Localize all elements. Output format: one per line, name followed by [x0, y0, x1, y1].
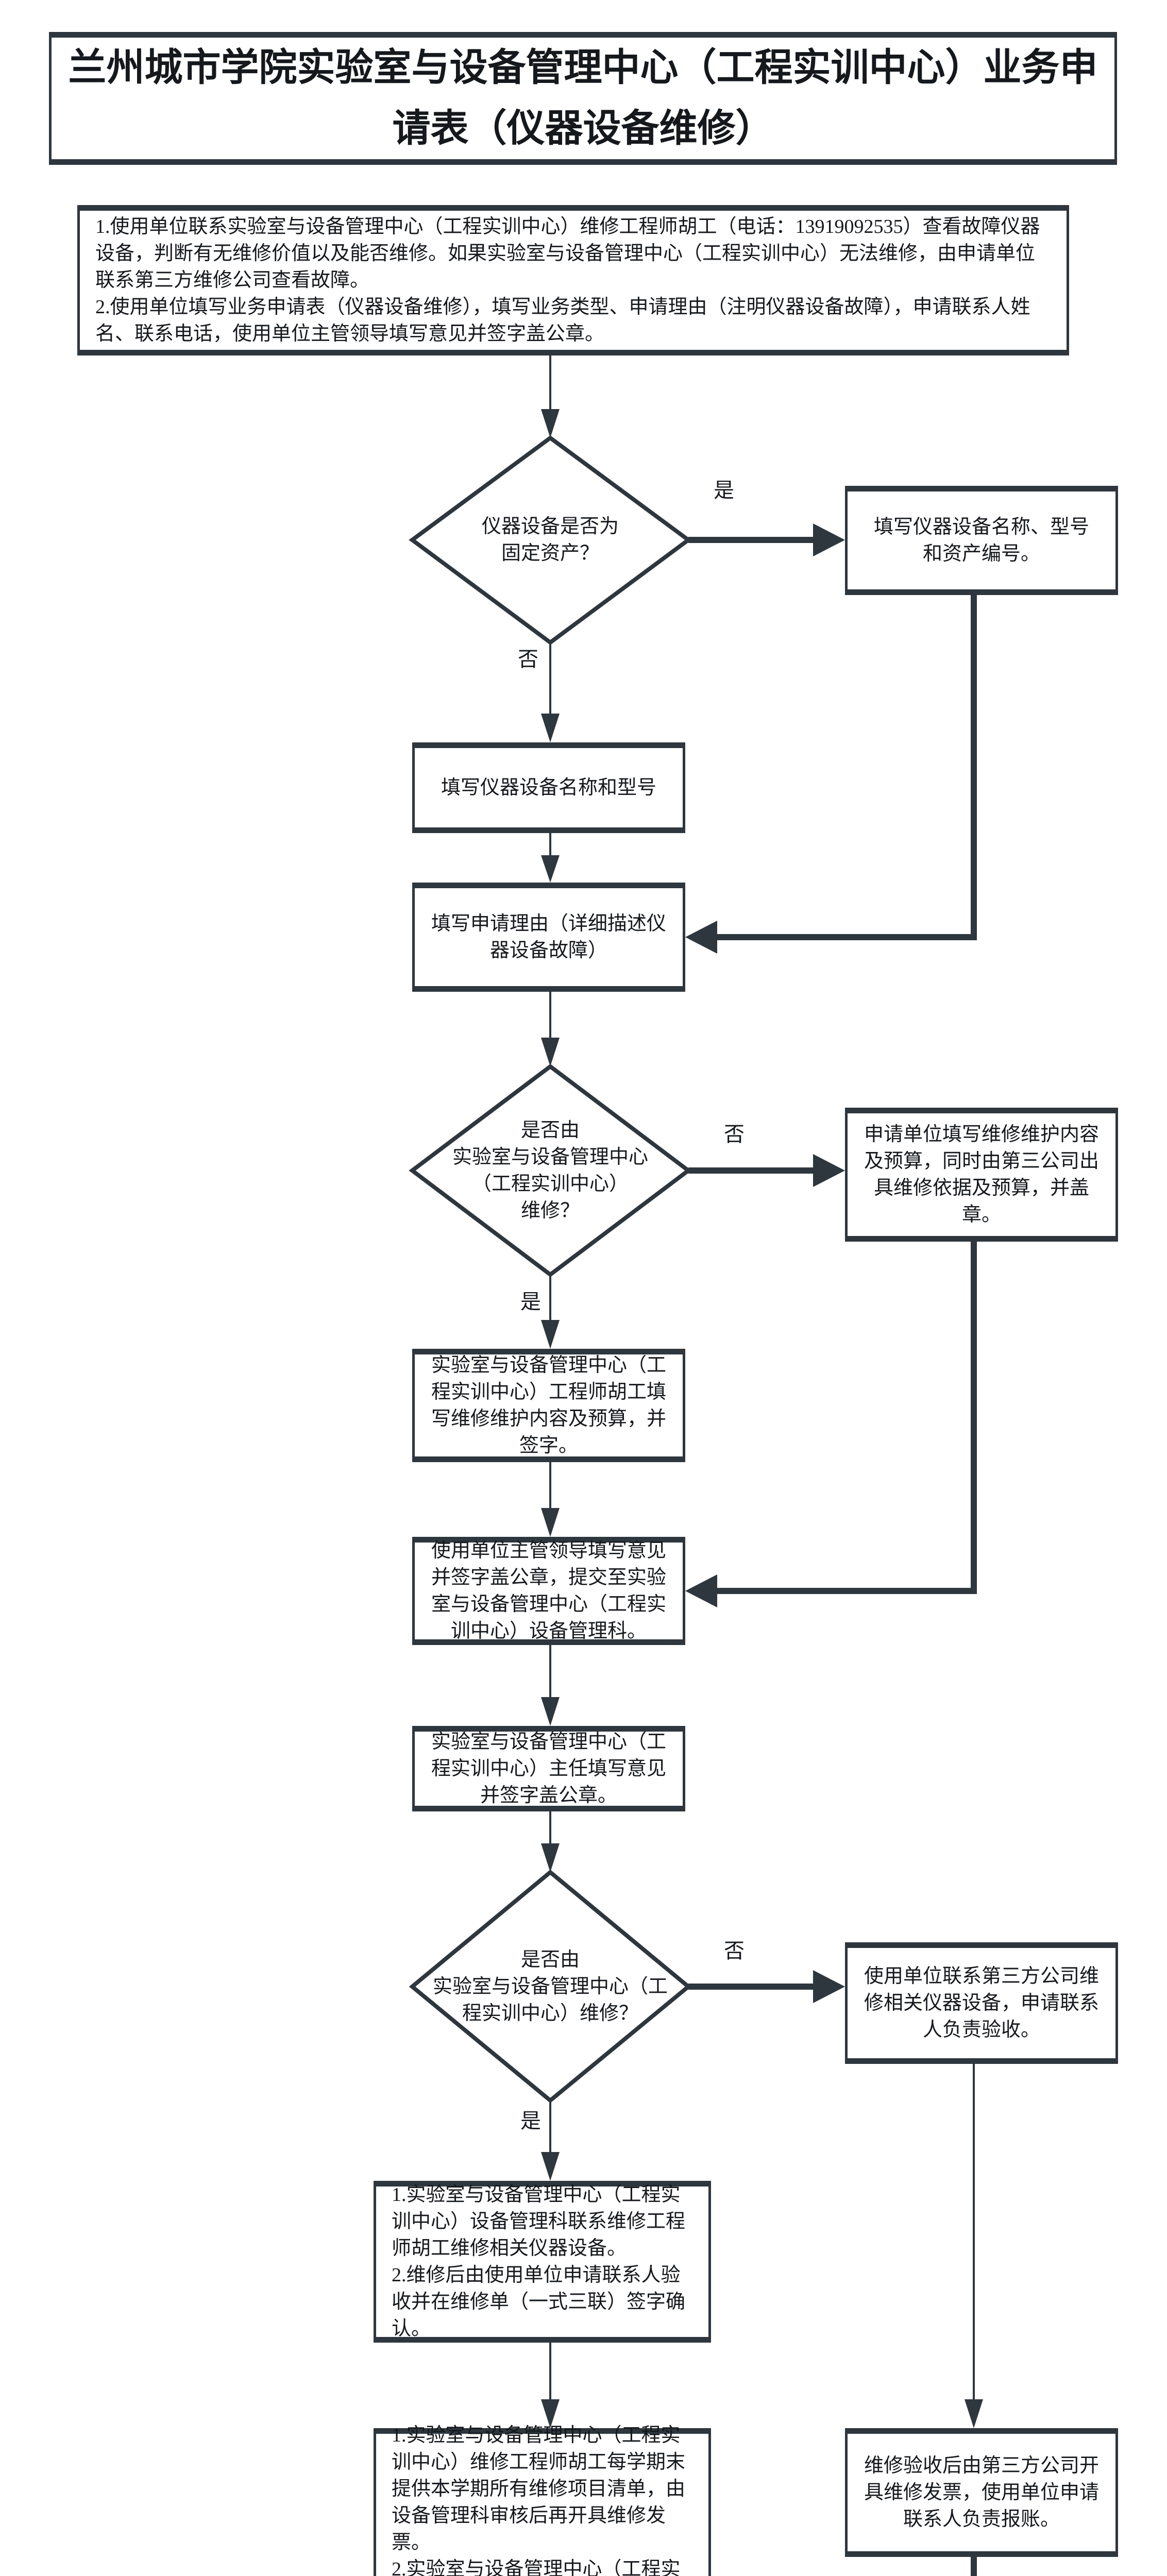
- arrow-decision3-yes-down: [541, 2100, 560, 2181]
- arrow-decision2-yes-down: [541, 1275, 560, 1349]
- yes-label-1: 是: [714, 479, 734, 502]
- process-leader-opinion: 使用单位主管领导填写意见并签字盖公章，提交至实验室与设备管理中心（工程实训中心）…: [412, 1537, 685, 1645]
- process-center-repair-steps: 1.实验室与设备管理中心（工程实训中心）设备管理科联系维修工程师胡工维修相关仪器…: [374, 2181, 711, 2343]
- arrow-director-to-decision3: [541, 1811, 560, 1872]
- arrow-decision1-yes-right: [688, 523, 845, 556]
- decision-center-repair-2: 是否由 实验室与设备管理中心（工 程实训中心）维修？: [432, 1949, 668, 2024]
- yes-label-3: 是: [520, 2109, 541, 2132]
- arrow-reason-to-decision2: [541, 992, 560, 1066]
- arrow-intro-to-decision1: [541, 355, 560, 438]
- arrow-namemodel-to-reason: [541, 833, 560, 883]
- no-label-2: 否: [724, 1123, 745, 1146]
- process-fill-name-model: 填写仪器设备名称和型号: [412, 742, 685, 833]
- arrow-decision3-no-right: [688, 1970, 845, 2003]
- no-label-3: 否: [724, 1939, 745, 1962]
- connector-thirdinvoice-to-authorize: [971, 2557, 977, 2576]
- decision-center-repair-2-shape: [409, 1869, 692, 2104]
- arrow-decision1-no-down: [541, 642, 560, 742]
- no-label-1: 否: [518, 648, 538, 671]
- decision-center-repair-1-shape: [409, 1063, 692, 1278]
- process-third-party-repair: 使用单位联系第三方公司维修相关仪器设备，申请联系人负责验收。: [845, 1942, 1118, 2064]
- intro-note: 1.使用单位联系实验室与设备管理中心（工程实训中心）维修工程师胡工（电话：139…: [77, 205, 1069, 355]
- process-fill-reason: 填写申请理由（详细描述仪器设备故障）: [412, 883, 685, 992]
- arrow-leader-to-director: [541, 1645, 560, 1726]
- process-fill-name-model-asset: 填写仪器设备名称、型号 和资产编号。: [845, 486, 1118, 595]
- arrow-engineer-to-leader: [541, 1462, 560, 1537]
- decision-fixed-asset-shape: [409, 435, 692, 645]
- arrow-decision2-no-right: [688, 1154, 845, 1187]
- page-title: 兰州城市学院实验室与设备管理中心（工程实训中心）业务申请表（仪器设备维修）: [68, 47, 1098, 150]
- connector-budget-to-leader: [685, 1242, 977, 1607]
- arrow-repairsteps-to-invoice: [541, 2343, 560, 2428]
- process-third-party-invoice: 维修验收后由第三方公司开具维修发票，使用单位申请联系人负责报账。: [845, 2428, 1118, 2557]
- process-invoice-steps: 1.实验室与设备管理中心（工程实训中心）维修工程师胡工每学期末提供本学期所有维修…: [374, 2425, 711, 2576]
- title-box: 兰州城市学院实验室与设备管理中心（工程实训中心）业务申请表（仪器设备维修）: [49, 32, 1117, 165]
- process-third-party-budget: 申请单位填写维修维护内容及预算，同时由第三公司出具维修依据及预算，并盖章。: [845, 1108, 1118, 1242]
- decision-center-repair-1: 是否由 实验室与设备管理中心 （工程实训中心） 维修？: [452, 1120, 648, 1222]
- yes-label-2: 是: [520, 1290, 541, 1313]
- process-engineer-budget: 实验室与设备管理中心（工程实训中心）工程师胡工填写维修维护内容及预算，并签字。: [412, 1349, 685, 1462]
- decision-fixed-asset: 仪器设备是否为 固定资产？: [481, 516, 619, 564]
- connector-asset-to-reason: [685, 595, 977, 954]
- process-director-opinion: 实验室与设备管理中心（工程实训中心）主任填写意见并签字盖公章。: [412, 1726, 685, 1811]
- arrow-thirdrepair-to-thirdinvoice: [965, 2064, 983, 2428]
